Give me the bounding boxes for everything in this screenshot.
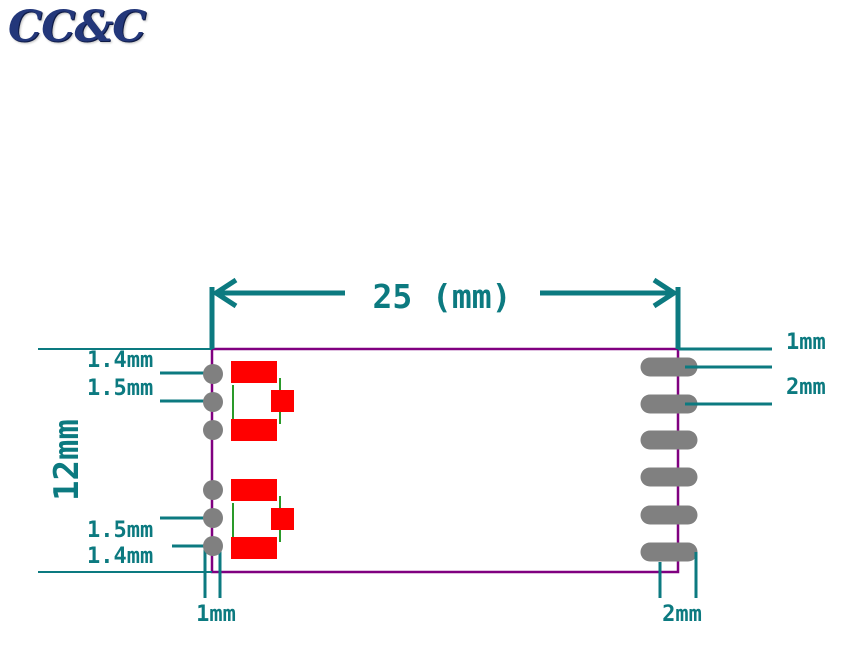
height-label: 12mm <box>47 419 87 501</box>
left-bottom-pitch-label: 1.5mm <box>87 518 153 543</box>
board-outline <box>212 349 678 572</box>
right-pin-pads <box>650 367 688 552</box>
smd-component-top <box>231 361 294 441</box>
left-pad-offset-label: 1mm <box>196 602 236 627</box>
left-top-edge-label: 1.4mm <box>87 348 153 373</box>
right-pitch-label: 2mm <box>786 375 826 400</box>
left-top-pitch-label: 1.5mm <box>87 376 153 401</box>
right-top-offset-label: 1mm <box>786 330 826 355</box>
left-bottom-edge-label: 1.4mm <box>87 544 153 569</box>
smd-component-bottom <box>231 479 294 559</box>
left-leader-lines <box>160 373 205 546</box>
width-label: 25 (mm) <box>372 277 511 316</box>
right-bottom-pitch-label: 2mm <box>662 602 702 627</box>
